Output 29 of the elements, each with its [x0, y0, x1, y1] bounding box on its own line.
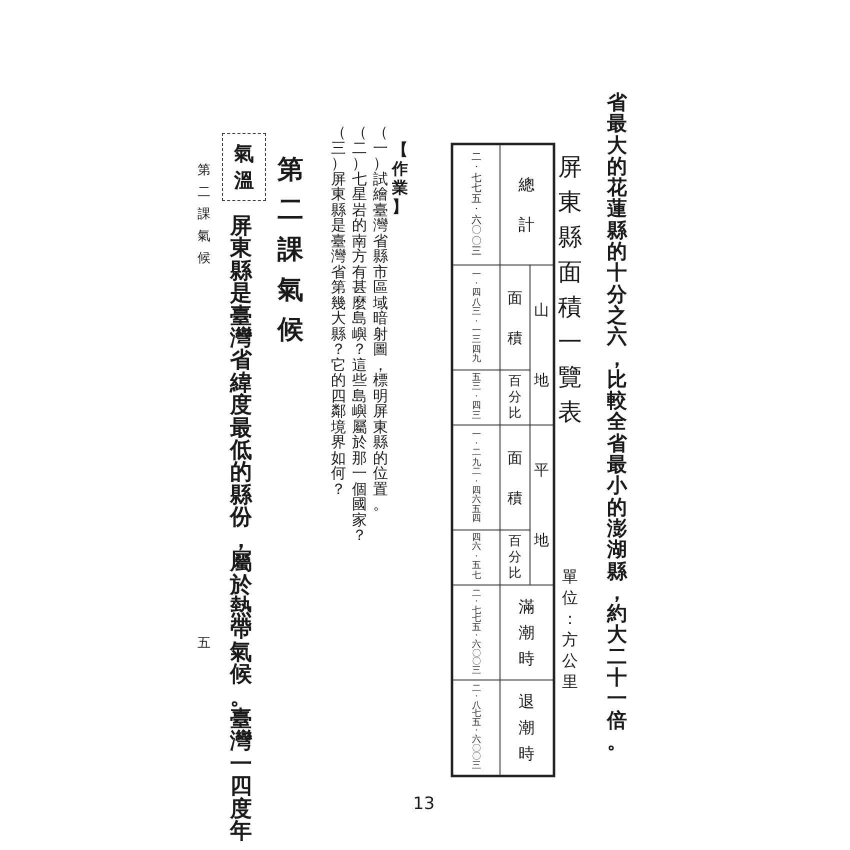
column-header: 平地: [533, 460, 550, 551]
table-value: 四六·五七: [472, 534, 482, 582]
paragraph-text: 省最大的花蓮縣的十分之六，比較全省最小的澎湖縣，約大二十一倍。: [606, 92, 628, 752]
column-header: 百分比: [508, 374, 522, 422]
table-value: 一·四八三·一三四九: [472, 270, 482, 365]
column-header: 百分比: [508, 534, 522, 582]
table-value: 二·七七五·六〇〇三: [472, 590, 482, 676]
unit-note: 單位：方公里: [561, 566, 579, 692]
exercise-question: （一）試繪臺灣省縣市區域暗射圖，標明屏東縣的位置。: [372, 125, 388, 512]
page-number: 五: [197, 636, 212, 652]
table-value: 一·二九二·四六五四: [472, 430, 482, 525]
exercise-question: （二）七星岩的南方有甚麼島嶼？這些島嶼屬於那一個國家？: [351, 125, 368, 544]
page-number: 13: [413, 796, 435, 813]
column-header: 面積: [506, 288, 524, 348]
column-header: 退潮時: [518, 690, 536, 764]
paragraph-text: 屏東縣是臺灣省緯度最低的縣份，屬於熱帶氣候。臺灣一四度年: [229, 215, 254, 842]
lesson-heading: 第二課氣候: [276, 154, 304, 347]
column-header: 面積: [506, 448, 524, 508]
column-header: 總計: [518, 174, 536, 236]
table-value: 二·七七五·六〇〇三: [471, 152, 482, 258]
table-value: 五三·四三: [472, 374, 482, 422]
exercise-question: （三）屏東縣是臺灣省第幾大縣？它的四鄰境界如何？: [330, 125, 346, 497]
table-value: 二·八七五·六〇〇三: [472, 684, 482, 770]
running-header: 第二課氣候: [197, 162, 212, 268]
table-title: 屏東縣面積一覽表: [557, 152, 584, 428]
column-header: 滿潮時: [518, 596, 536, 670]
column-header: 山地: [533, 300, 550, 391]
keyword-box: 氣溫: [222, 133, 266, 201]
section-heading: 【作業】: [391, 140, 409, 216]
